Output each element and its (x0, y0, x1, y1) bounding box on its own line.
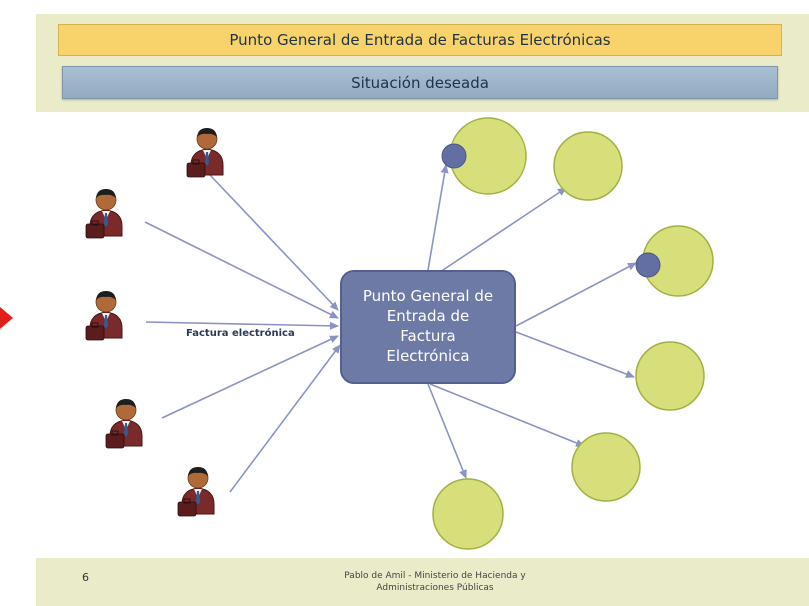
footer-credit: Pablo de Amil - Ministerio de Hacienda y… (344, 571, 526, 594)
briefcase-handle (91, 220, 99, 226)
briefcase (105, 433, 125, 449)
person-tie (196, 491, 200, 505)
edge-in (145, 321, 339, 330)
incoming-edges (144, 174, 341, 493)
briefcase-handle (91, 322, 99, 328)
edge-label: Factura electrónica (186, 328, 295, 339)
briefcase (186, 162, 206, 178)
person-hair (96, 291, 116, 300)
briefcase (85, 325, 105, 341)
receiver-node (432, 478, 504, 550)
slide-title: Punto General de Entrada de Facturas Ele… (58, 24, 782, 56)
page-number: 6 (82, 571, 89, 584)
person-icon (177, 467, 215, 517)
person-icon (85, 291, 123, 341)
briefcase-handle (183, 498, 191, 504)
edge-out (515, 331, 635, 378)
person-icon (186, 128, 224, 178)
edge-out (427, 164, 449, 271)
edge-in (229, 344, 341, 493)
edge-out (515, 262, 637, 327)
person-hair (96, 189, 116, 198)
slide-subtitle: Situación deseada (62, 66, 778, 99)
briefcase (85, 223, 105, 239)
edge-out (439, 187, 567, 273)
briefcase-handle (192, 159, 200, 165)
red-arrow-marker (0, 307, 13, 329)
edge-in (209, 174, 339, 311)
receiver-node (571, 432, 641, 502)
sender-nodes (85, 128, 224, 517)
briefcase (177, 501, 197, 517)
person-hair (116, 399, 136, 408)
hub-node: Punto General de Entrada de Factura Elec… (340, 270, 516, 384)
receiver-node (553, 131, 623, 201)
briefcase-handle (111, 430, 119, 436)
edge-in (144, 221, 339, 319)
person-icon (105, 399, 143, 449)
hub-node-label: Punto General de Entrada de Factura Elec… (362, 287, 494, 365)
receiver-node (635, 341, 705, 411)
receiver-nodes (432, 117, 714, 550)
person-tie (104, 213, 108, 227)
slide-subtitle-text: Situación deseada (351, 73, 489, 92)
edge-in (161, 335, 339, 419)
person-icon (85, 189, 123, 239)
person-hair (188, 467, 208, 476)
edge-out (429, 383, 585, 447)
person-tie (124, 423, 128, 437)
person-tie (104, 315, 108, 329)
receiver-node-marker (441, 143, 467, 169)
receiver-node-marker (635, 252, 661, 278)
slide-title-text: Punto General de Entrada de Facturas Ele… (229, 31, 611, 49)
person-tie (205, 152, 209, 166)
outgoing-edges (427, 164, 637, 479)
edge-out (427, 383, 467, 479)
person-hair (197, 128, 217, 137)
